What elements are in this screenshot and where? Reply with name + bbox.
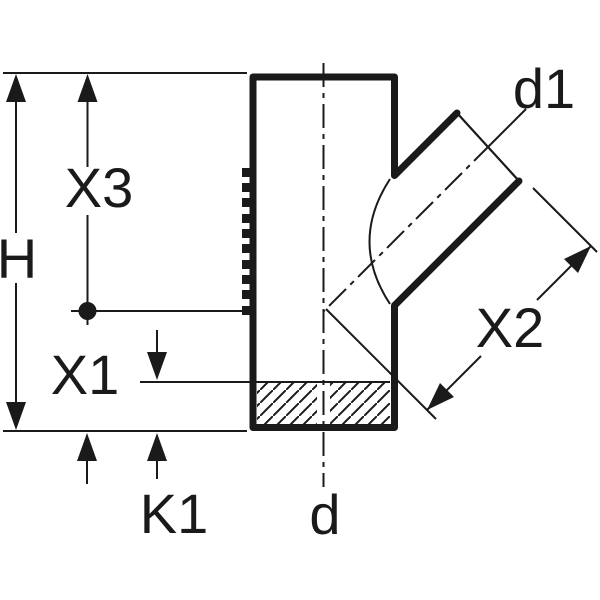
arrow-up-icon	[6, 74, 26, 102]
label-X1: X1	[51, 343, 120, 406]
x2-extension-upper	[532, 187, 598, 253]
label-X3: X3	[65, 156, 134, 219]
inner-intersection-arc	[368, 178, 391, 305]
centerlines	[322, 63, 527, 487]
arrow-up-icon	[147, 433, 167, 461]
extension-lines	[3, 72, 247, 432]
dim-K1: K1	[140, 330, 209, 545]
label-d: d	[309, 483, 340, 546]
d1-leader-line	[490, 108, 527, 145]
dim-X1: X1	[51, 343, 120, 484]
arrow-down-icon	[6, 402, 26, 430]
arrow-up-right-icon	[564, 246, 591, 273]
arrow-up-icon	[77, 433, 97, 461]
fitting-body	[242, 73, 523, 431]
arrow-down-left-icon	[427, 383, 454, 410]
label-H: H	[0, 227, 37, 290]
label-K1: K1	[140, 482, 209, 545]
arrow-down-icon	[147, 352, 167, 380]
x2-extension-lower	[325, 308, 437, 420]
branch-centerline	[323, 143, 492, 312]
branch-end-face	[456, 112, 520, 182]
fitting-outline	[249, 73, 523, 431]
socket-hatch-area	[140, 381, 390, 424]
center-point-dot	[78, 302, 97, 320]
fusion-ribs	[242, 168, 251, 315]
dim-X3: X3	[65, 74, 134, 325]
label-d1: d1	[513, 57, 575, 120]
label-X2: X2	[476, 296, 545, 359]
dim-X2: X2	[325, 187, 598, 420]
dim-H: H	[0, 74, 37, 430]
arrow-up-icon	[77, 74, 98, 102]
